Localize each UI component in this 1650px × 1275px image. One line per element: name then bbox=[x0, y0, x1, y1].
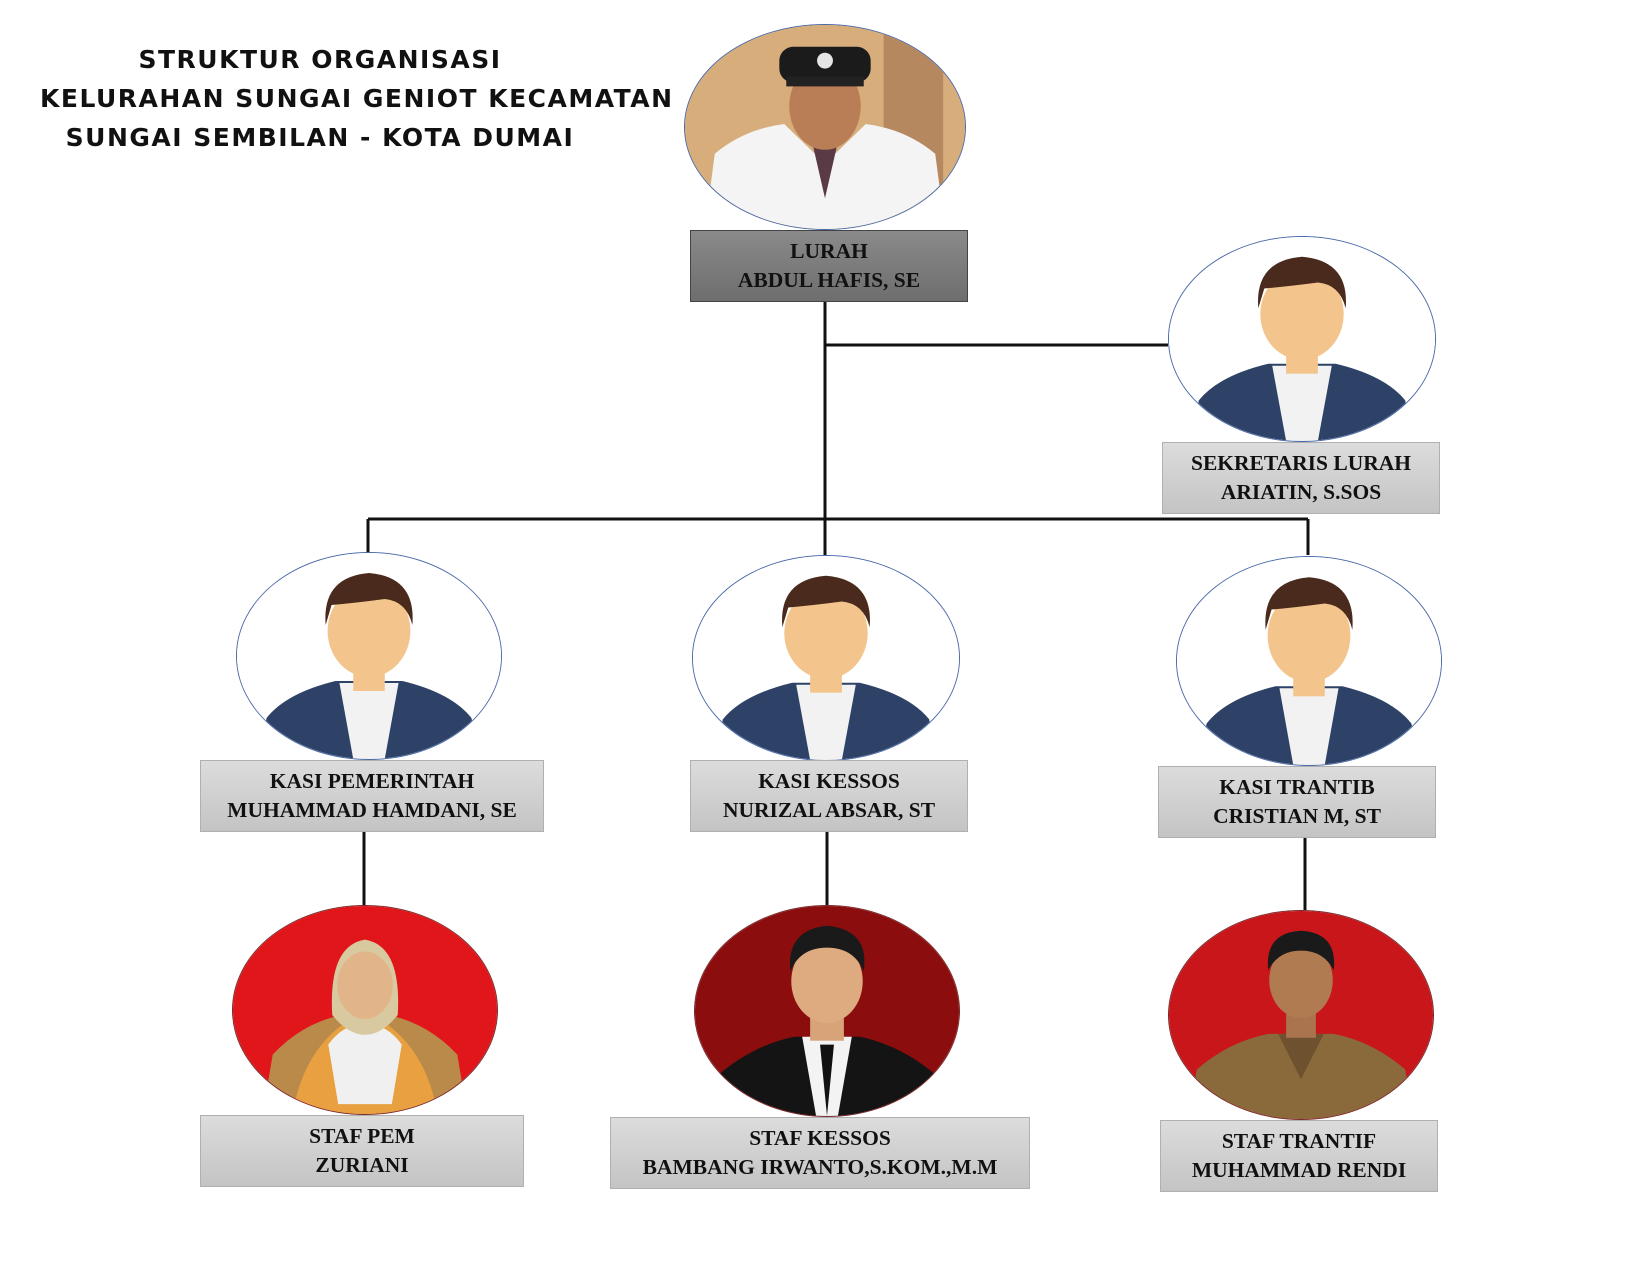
staf-pem-photo bbox=[232, 905, 498, 1115]
kasi-pemerintah-role: KASI PEMERINTAH bbox=[269, 769, 475, 793]
staf-kessos-name: BAMBANG IRWANTO,S.KOM.,M.M bbox=[642, 1155, 998, 1179]
title-line-2: KELURAHAN SUNGAI GENIOT KECAMATAN bbox=[40, 84, 674, 113]
kasi-kessos-role: KASI KESSOS bbox=[758, 769, 900, 793]
lurah-photo bbox=[684, 24, 966, 230]
kasi-pemerintah-photo bbox=[236, 552, 502, 760]
staf-trantib-role: STAF TRANTIF bbox=[1221, 1129, 1377, 1153]
kasi-kessos-name: NURIZAL ABSAR, ST bbox=[722, 798, 936, 822]
sekretaris-name: ARIATIN, S.SOS bbox=[1220, 480, 1382, 504]
staf-kessos-photo bbox=[694, 905, 960, 1117]
kasi-kessos-photo bbox=[692, 555, 960, 761]
staf-kessos-role: STAF KESSOS bbox=[749, 1126, 891, 1150]
title-line-1: STRUKTUR ORGANISASI bbox=[138, 45, 502, 74]
sekretaris-box: SEKRETARIS LURAH ARIATIN, S.SOS bbox=[1162, 442, 1440, 514]
sekretaris-role: SEKRETARIS LURAH bbox=[1190, 451, 1412, 475]
kasi-pemerintah-name: MUHAMMAD HAMDANI, SE bbox=[227, 798, 517, 822]
title-line-3: SUNGAI SEMBILAN - KOTA DUMAI bbox=[65, 123, 575, 152]
staf-kessos-box: STAF KESSOS BAMBANG IRWANTO,S.KOM.,M.M bbox=[610, 1117, 1030, 1189]
staf-pem-name: ZURIANI bbox=[315, 1153, 409, 1177]
kasi-trantib-name: CRISTIAN M, ST bbox=[1213, 804, 1381, 828]
lurah-role: LURAH bbox=[790, 239, 868, 263]
staf-pem-role: STAF PEM bbox=[309, 1124, 415, 1148]
kasi-pemerintah-box: KASI PEMERINTAH MUHAMMAD HAMDANI, SE bbox=[200, 760, 544, 832]
kasi-kessos-box: KASI KESSOS NURIZAL ABSAR, ST bbox=[690, 760, 968, 832]
kasi-trantib-role: KASI TRANTIB bbox=[1219, 775, 1375, 799]
staf-trantib-name: MUHAMMAD RENDI bbox=[1191, 1158, 1407, 1182]
sekretaris-photo bbox=[1168, 236, 1436, 442]
lurah-box: LURAH ABDUL HAFIS, SE bbox=[690, 230, 968, 302]
kasi-trantib-photo bbox=[1176, 556, 1442, 766]
staf-trantib-box: STAF TRANTIF MUHAMMAD RENDI bbox=[1160, 1120, 1438, 1192]
staf-pem-box: STAF PEM ZURIANI bbox=[200, 1115, 524, 1187]
chart-title: STRUKTUR ORGANISASI KELURAHAN SUNGAI GEN… bbox=[40, 40, 674, 157]
kasi-trantib-box: KASI TRANTIB CRISTIAN M, ST bbox=[1158, 766, 1436, 838]
staf-trantib-photo bbox=[1168, 910, 1434, 1120]
lurah-name: ABDUL HAFIS, SE bbox=[737, 268, 921, 292]
